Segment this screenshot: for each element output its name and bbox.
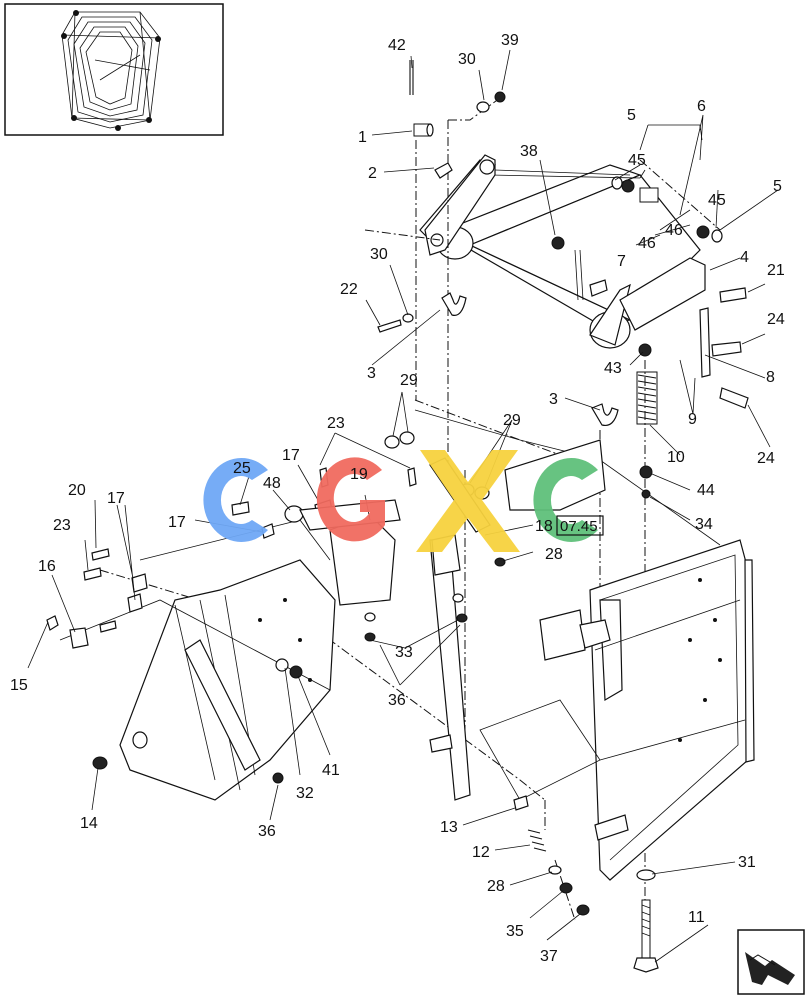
- part-label-37: 37: [540, 948, 558, 965]
- part-label-15: 15: [10, 677, 28, 694]
- part-label-32: 32: [296, 785, 314, 802]
- part-label-17: 17: [282, 447, 300, 464]
- part-label-45: 45: [628, 152, 646, 169]
- part-label-13: 13: [440, 819, 458, 836]
- pin-1: [413, 123, 434, 137]
- part-label-3: 3: [367, 365, 376, 382]
- right-frame-panel: [589, 539, 755, 881]
- part-label-31: 31: [738, 854, 756, 871]
- part-label-30: 30: [370, 246, 388, 263]
- part-label-23: 23: [327, 415, 345, 432]
- nav-arrow-icon[interactable]: [737, 929, 805, 995]
- part-label-39: 39: [501, 32, 519, 49]
- part-label-45: 45: [708, 192, 726, 209]
- part-label-23: 23: [53, 517, 71, 534]
- part-label-2: 2: [368, 165, 377, 182]
- part-label-29: 29: [400, 372, 418, 389]
- part-label-34: 34: [695, 516, 713, 533]
- part-label-36: 36: [258, 823, 276, 840]
- part-label-30: 30: [458, 51, 476, 68]
- reference-box: 07.45: [556, 515, 604, 536]
- part-label-28: 28: [487, 878, 505, 895]
- part-label-6: 6: [697, 98, 706, 115]
- part-label-20: 20: [68, 482, 86, 499]
- washers-top: [476, 91, 723, 499]
- part-label-46: 46: [638, 235, 656, 252]
- part-label-12: 12: [472, 844, 490, 861]
- part-label-19: 19: [350, 466, 368, 483]
- part-label-1: 1: [358, 129, 367, 146]
- part-label-24: 24: [757, 450, 775, 467]
- watermark: [203, 450, 598, 552]
- part-label-3: 3: [549, 391, 558, 408]
- part-label-11: 11: [688, 909, 705, 926]
- part-labels: 42 1 2 3 3 4 5 5 6 7 8 9 10 11 12 13 14 …: [10, 32, 785, 965]
- part-label-46: 46: [665, 222, 683, 239]
- part-label-29: 29: [503, 412, 521, 429]
- part-label-4: 4: [740, 249, 749, 266]
- spring-10: [636, 371, 658, 425]
- part-label-42: 42: [388, 37, 406, 54]
- part-label-5: 5: [773, 178, 782, 195]
- part-label-33: 33: [395, 644, 413, 661]
- part-label-7: 7: [617, 253, 626, 270]
- part-label-18: 18: [535, 518, 553, 535]
- part-label-21: 21: [767, 262, 785, 279]
- leader-lines: [27, 49, 779, 963]
- spring-12: [527, 829, 547, 852]
- part-label-8: 8: [766, 369, 775, 386]
- part-label-36: 36: [388, 692, 406, 709]
- part-label-38: 38: [520, 143, 538, 160]
- bolts-21-24: [699, 287, 749, 409]
- part-label-48: 48: [263, 475, 281, 492]
- part-label-9: 9: [688, 411, 697, 428]
- reference-box-text: 07.45: [560, 518, 598, 535]
- part-label-10: 10: [667, 449, 685, 466]
- part-label-28: 28: [545, 546, 563, 563]
- part-label-22: 22: [340, 281, 358, 298]
- part-label-16: 16: [38, 558, 56, 575]
- part-label-14: 14: [80, 815, 98, 832]
- part-label-43: 43: [604, 360, 622, 377]
- part-label-41: 41: [322, 762, 340, 779]
- part-label-5: 5: [627, 107, 636, 124]
- part-label-44: 44: [697, 482, 715, 499]
- part-label-17: 17: [168, 514, 186, 531]
- pin-42: [409, 60, 414, 95]
- bolt-11: [633, 869, 659, 973]
- part-label-35: 35: [506, 923, 524, 940]
- part-label-24: 24: [767, 311, 785, 328]
- part-label-17: 17: [107, 490, 125, 507]
- part-label-25: 25: [233, 460, 251, 477]
- bale-thumbnail-icon: [4, 3, 224, 136]
- brackets-3: [434, 162, 619, 427]
